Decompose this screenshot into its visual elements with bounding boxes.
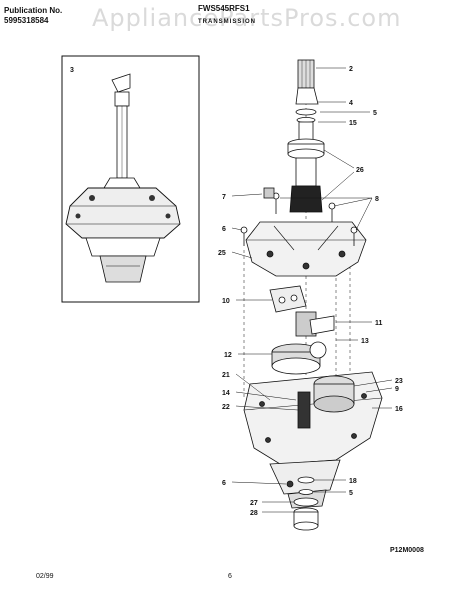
- callout-label: 8: [375, 196, 379, 203]
- callout-label: 16: [395, 406, 403, 413]
- callout-label: 11: [375, 320, 383, 327]
- callout-label: 25: [218, 250, 226, 257]
- model-number: FWS545RFS1: [198, 4, 250, 13]
- callout-label: 27: [250, 500, 258, 507]
- publication-label: Publication No.: [4, 6, 63, 15]
- callout-label: 2: [349, 66, 353, 73]
- callout-label: 7: [222, 194, 226, 201]
- callout-label: 4: [349, 100, 353, 107]
- callout-label: 15: [349, 120, 357, 127]
- callout-label: 5: [373, 110, 377, 117]
- callout-label: 23: [395, 378, 403, 385]
- callout-label: 12: [224, 352, 232, 359]
- watermark: AppliancePartsPros.com: [92, 4, 402, 32]
- inset-callout: 3: [70, 67, 74, 74]
- footer-page-number: 6: [228, 573, 232, 580]
- leader-lines: [231, 67, 393, 513]
- callout-label: 28: [250, 510, 258, 517]
- callout-label: 10: [222, 298, 230, 305]
- footer-date: 02/99: [36, 573, 54, 580]
- section-title: TRANSMISSION: [198, 19, 257, 25]
- callout-label: 6: [222, 226, 226, 233]
- exploded-view: [240, 59, 383, 531]
- inset-assembly-view: 3: [61, 55, 200, 303]
- callout-label: 21: [222, 372, 230, 379]
- publication-number: 5995318584: [4, 16, 49, 25]
- callout-label: 22: [222, 404, 230, 411]
- callout-label: 9: [395, 386, 399, 393]
- callout-labels: 2 4 5 15 26 7 8 6 25 10 11 13 12 21 14 2…: [218, 66, 403, 517]
- callout-label: 6: [222, 480, 226, 487]
- callout-label: 18: [349, 478, 357, 485]
- reference-code: P12M0008: [390, 547, 424, 554]
- callout-label: 26: [356, 167, 364, 174]
- callout-label: 14: [222, 390, 230, 397]
- callout-label: 13: [361, 338, 369, 345]
- callout-label: 5: [349, 490, 353, 497]
- publication-info: Publication No. 5995318584: [4, 6, 62, 26]
